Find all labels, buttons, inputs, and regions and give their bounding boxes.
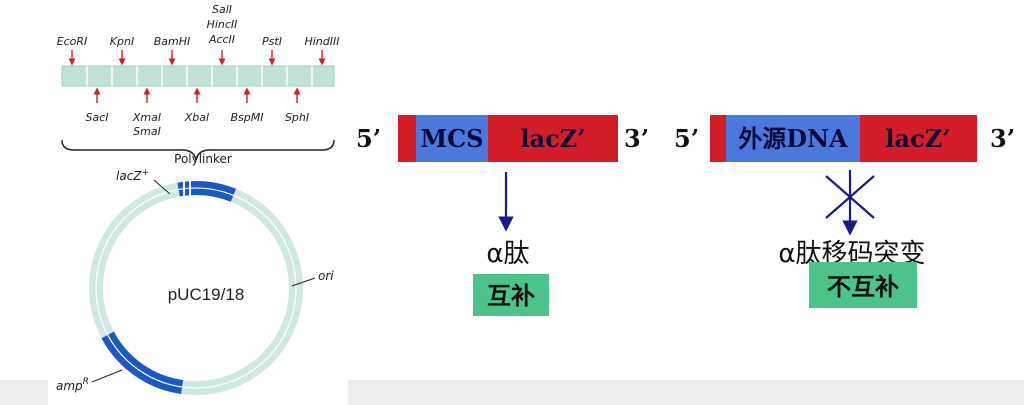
no-complement-label: 不互补 (827, 273, 899, 301)
ampr-pointer (91, 369, 123, 383)
foreign-dna-label: 外源DNA (738, 124, 848, 153)
enzyme-label-line: XmaI (132, 111, 161, 124)
enzyme-label: SacI (85, 111, 108, 124)
lacz-label-2: lacZ’ (885, 124, 950, 153)
enzyme-label-multi: SalI HincII AccII (207, 3, 238, 46)
construct-mcs-lacz: 5’ MCS lacZ’ 3’ α肽 互补 (356, 115, 649, 316)
no-complement-box (809, 262, 917, 308)
enzyme-label: KpnI (110, 35, 134, 48)
enzyme-sphi: SphI (285, 87, 309, 124)
polylinker-brace (61, 139, 335, 161)
ampr-label: ampR (56, 377, 89, 393)
mcs-segment (416, 115, 488, 162)
lacz-segment-block (860, 115, 977, 162)
enzyme-xbai: XbaI (184, 87, 210, 124)
ampr-segment-line (107, 334, 183, 388)
lacz-segment-line (178, 187, 234, 196)
three-prime-label: 3’ (990, 124, 1015, 153)
enzyme-ecori: EcoRI (57, 35, 88, 66)
enzyme-label-line: HincII (207, 18, 238, 31)
enzyme-label: PstI (262, 35, 282, 48)
five-prime-label: 5’ (356, 124, 381, 153)
ori-pointer (291, 277, 316, 287)
enzyme-saci: SacI (85, 87, 109, 124)
enzyme-label-line: SalI (212, 3, 232, 16)
lacz-segment-block (488, 115, 618, 162)
top-enzyme-sites: EcoRI KpnI BamHI SalI HincII AccII PstI Hi… (57, 3, 340, 66)
ampr-segment (101, 331, 184, 394)
enzyme-bspmi: BspMI (231, 87, 264, 124)
complement-label: 互补 (487, 282, 535, 310)
five-prime-label: 5’ (674, 124, 699, 153)
alpha-peptide-label: α肽 (486, 239, 529, 269)
lacz-segment (177, 181, 237, 202)
three-prime-label: 3’ (624, 124, 649, 153)
enzyme-sali-hincii-accii: SalI HincII AccII (207, 3, 238, 66)
ori-label: ori (318, 269, 334, 283)
mcs-bar-dividers (86, 66, 313, 86)
mcs-label: MCS (421, 124, 484, 153)
plasmid-name: pUC19/18 (168, 285, 245, 304)
lacz-label-1: lacZ’ (520, 124, 585, 153)
enzyme-psti: PstI (262, 35, 282, 66)
enzyme-label-line: AccII (208, 33, 235, 46)
enzyme-label-line: SmaI (133, 125, 161, 138)
enzyme-label: SphI (285, 111, 309, 124)
plasmid-map: lacZ+ pUC19/18 ori ampR (56, 168, 334, 395)
watermark-text: 知乎 @科研根号三 (815, 349, 998, 374)
enzyme-label: BamHI (154, 35, 191, 48)
enzyme-kpni: KpnI (110, 35, 134, 66)
lacz-pointer (153, 179, 171, 195)
polylinker-label: Polylinker (174, 152, 232, 166)
mcs-bar (61, 65, 335, 87)
cross-mark-stroke (825, 175, 875, 219)
red-end-block (710, 115, 726, 162)
enzyme-label: HindIII (304, 35, 339, 48)
enzyme-label: EcoRI (57, 35, 88, 48)
enzyme-hindiii: HindIII (304, 35, 340, 66)
lacz-label: lacZ+ (116, 168, 149, 183)
complement-box (473, 274, 549, 316)
construct-insert-lacz: 5’ 外源DNA lacZ’ 3’ α肽移码突变 不互补 (674, 115, 1015, 308)
foreign-dna-segment (726, 115, 860, 162)
mcs-bar-body (61, 65, 335, 87)
enzyme-label: XbaI (184, 111, 210, 124)
enzyme-bamhi: BamHI (154, 35, 191, 66)
enzyme-label: BspMI (231, 111, 264, 124)
red-end-block (398, 115, 416, 162)
